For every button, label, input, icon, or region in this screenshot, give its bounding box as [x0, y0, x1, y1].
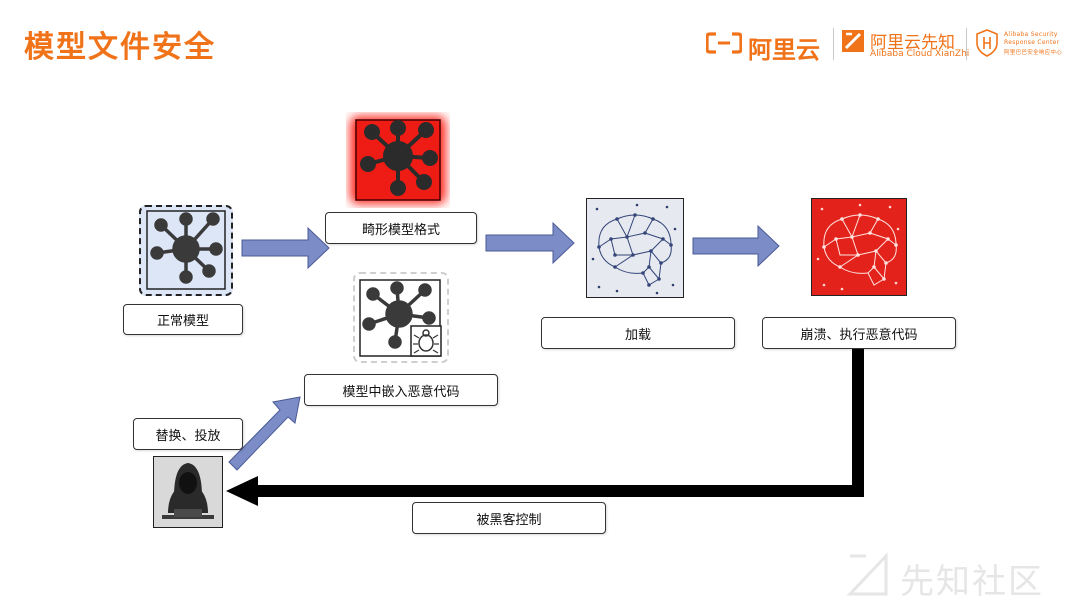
- asrc-logo-line1: Alibaba Security: [1004, 31, 1058, 38]
- asrc-logo-line3: 阿里巴巴安全响应中心: [1004, 50, 1063, 56]
- network-icon: [146, 210, 226, 290]
- arrow-hacker-to-embed: [228, 396, 301, 471]
- xianzhi-logo-text: 阿里云先知: [870, 33, 955, 53]
- shield-icon: [976, 29, 998, 57]
- arrow-normal-to-malformed: [241, 226, 330, 270]
- crash-brain-tile: [811, 198, 907, 296]
- malformed-model-tile: [346, 112, 450, 208]
- arrow-malformed-to-load: [485, 221, 575, 265]
- label-embed-malicious: 模型中嵌入恶意代码: [304, 374, 498, 406]
- aliyun-logo-text: 阿里云: [748, 36, 820, 64]
- label-load: 加载: [541, 317, 735, 349]
- watermark: 先知社区: [846, 552, 1066, 602]
- xianzhi-watermark-icon: [846, 552, 888, 596]
- logo-divider: [966, 28, 967, 60]
- label-normal-model: 正常模型: [123, 304, 243, 335]
- logo-divider: [833, 28, 834, 60]
- label-crash-execute: 崩溃、执行恶意代码: [762, 317, 956, 349]
- bug-icon: [410, 325, 442, 357]
- xianzhi-logo: 阿里云先知 Alibaba Cloud XianZhi: [842, 28, 969, 62]
- asrc-logo: Alibaba Security Response Center 阿里巴巴安全响…: [976, 28, 1062, 62]
- load-brain-tile: [586, 198, 684, 298]
- embedded-malicious-tile: [353, 272, 449, 363]
- page-title: 模型文件安全: [24, 30, 216, 65]
- arrow-crash-to-hacker: [226, 349, 864, 506]
- xianzhi-mark-icon: [842, 30, 864, 52]
- network-icon: [359, 279, 442, 357]
- label-replace-deliver: 替换、投放: [133, 418, 243, 450]
- xianzhi-logo-subtext: Alibaba Cloud XianZhi: [870, 49, 970, 59]
- aliyun-logo-icon: [706, 32, 742, 54]
- brain-icon: [816, 203, 900, 291]
- arrow-load-to-crash: [692, 224, 780, 268]
- brain-icon: [591, 203, 677, 295]
- watermark-text: 先知社区: [900, 562, 1044, 602]
- normal-model-tile: [139, 205, 233, 296]
- aliyun-logo: 阿里云: [706, 28, 836, 64]
- hacker-icon: [162, 463, 214, 519]
- network-icon: [350, 116, 446, 204]
- label-hacker-control: 被黑客控制: [412, 502, 606, 534]
- label-malformed-format: 畸形模型格式: [325, 212, 477, 244]
- hacker-tile: [153, 456, 223, 528]
- asrc-logo-line2: Response Center: [1004, 39, 1060, 46]
